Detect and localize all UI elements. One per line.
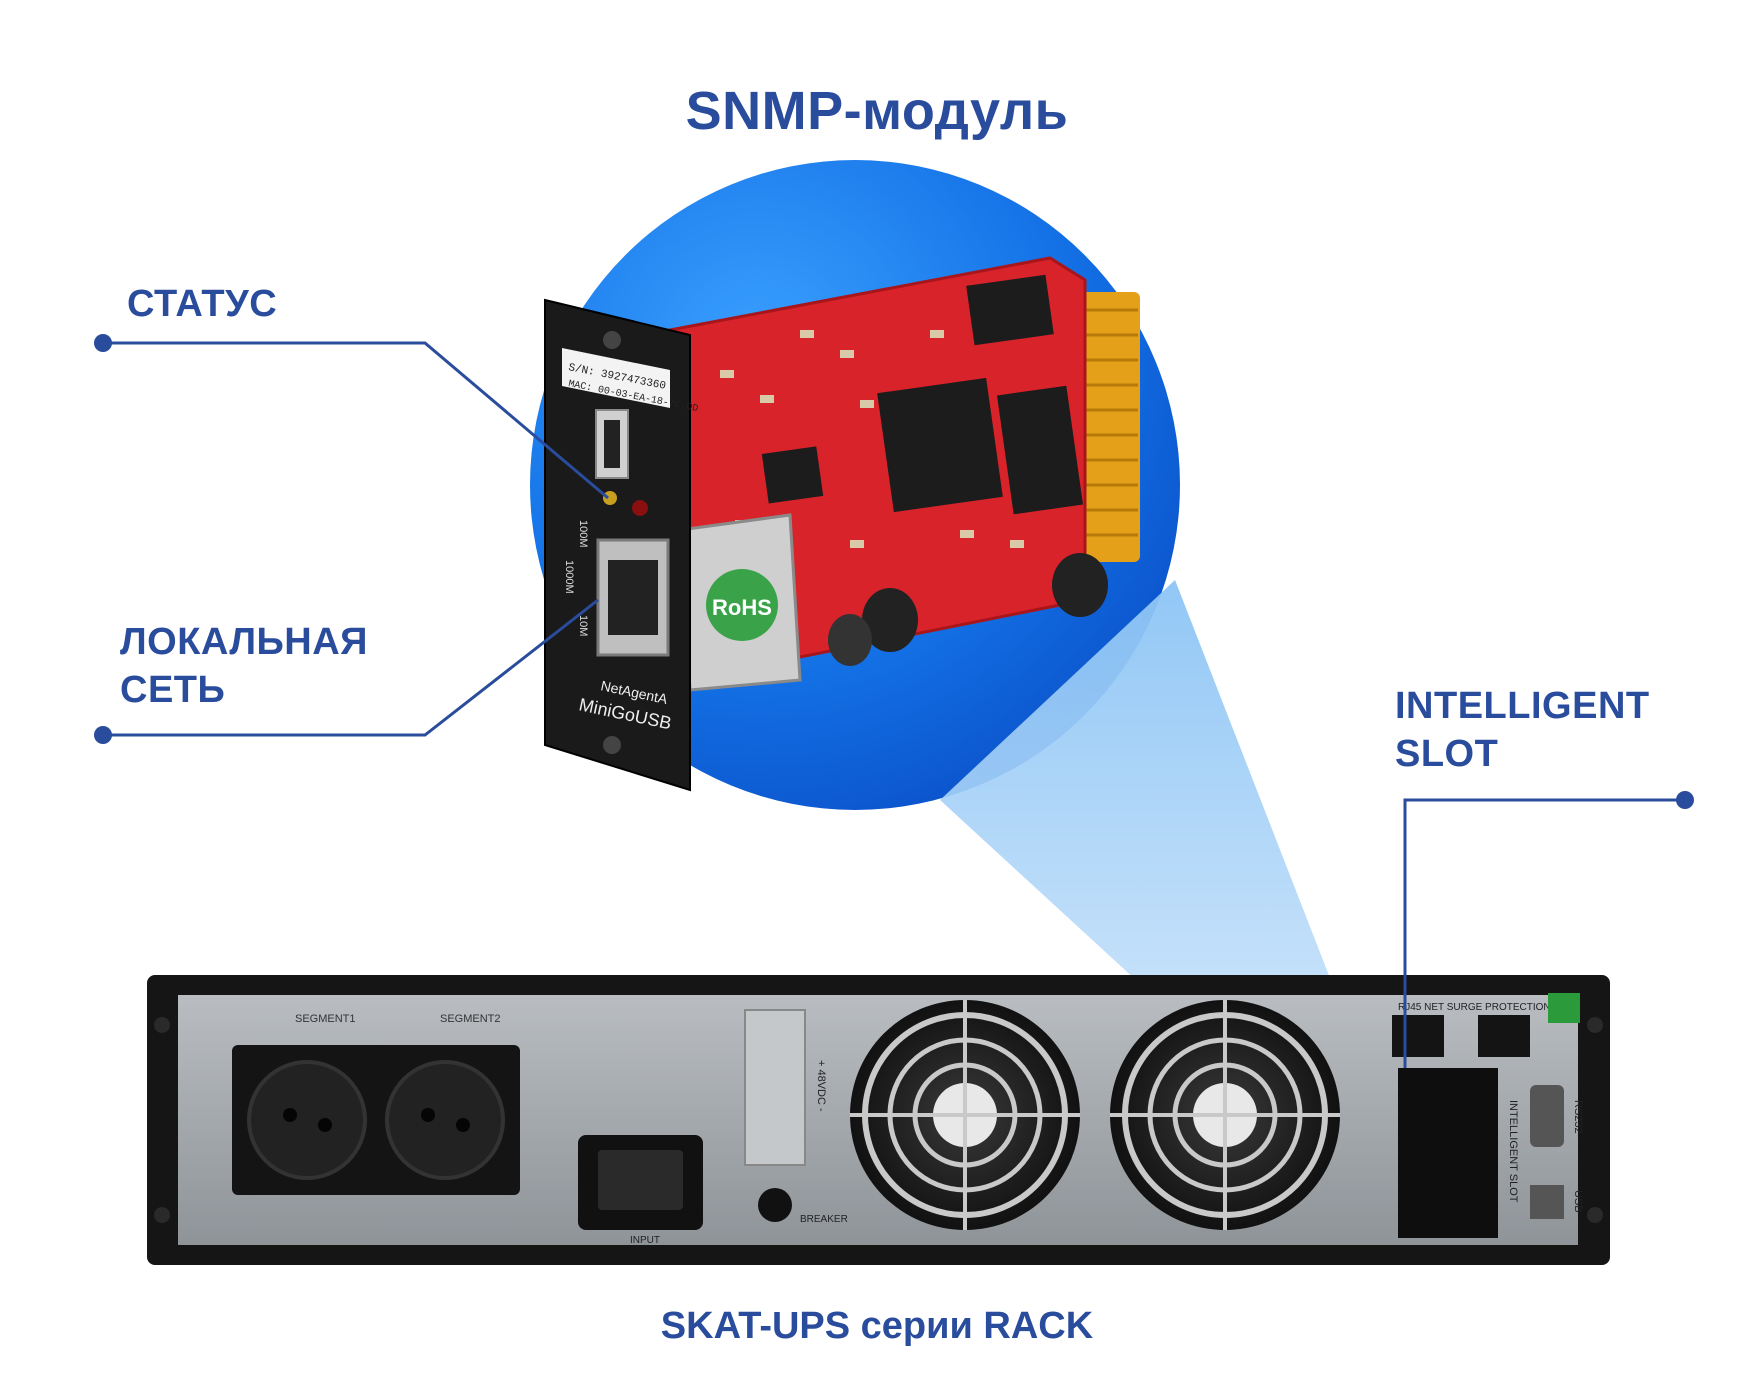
rohs-sticker: RoHS <box>706 569 778 641</box>
status-led-yellow <box>603 491 617 505</box>
callout-intelligent-slot <box>1403 791 1694 1068</box>
callout-status <box>94 334 609 500</box>
callout-label-line: SLOT <box>1395 733 1499 775</box>
callout-lan <box>94 598 599 744</box>
callout-label-line: СЕТЬ <box>120 669 226 711</box>
slot-label-ups: INTELLIGENT SLOT <box>1507 1100 1519 1203</box>
callout-label-line: INTELLIGENT <box>1395 685 1650 727</box>
callout-label-status: СТАТУС <box>127 280 277 328</box>
fan-left <box>850 1000 1080 1230</box>
capacitor <box>1052 553 1108 617</box>
intelligent-slot-ups <box>1398 1068 1498 1238</box>
rack-screws <box>154 1017 1603 1223</box>
usb-port-slot <box>604 420 620 468</box>
capacitor <box>828 614 872 666</box>
input-socket-inner <box>598 1150 683 1210</box>
dc-label: + 48VDC - <box>815 1060 827 1112</box>
breaker-label: BREAKER <box>800 1214 848 1225</box>
dry-contact-terminal <box>1548 993 1580 1023</box>
serial-sticker <box>562 348 670 408</box>
rs232-port <box>1530 1085 1564 1147</box>
outlet-hole <box>456 1118 470 1132</box>
callout-label-line: ЛОКАЛЬНАЯ <box>120 621 368 663</box>
small-chip <box>761 446 824 504</box>
callout-label-intelligent-slot: INTELLIGENT SLOT <box>1395 682 1650 778</box>
input-label: INPUT <box>630 1235 660 1246</box>
usb-b-port <box>1530 1185 1564 1219</box>
rs232-label: RS232 <box>1572 1100 1584 1134</box>
ups-caption: SKAT-UPS серии RACK <box>660 1305 1094 1347</box>
outlet-segment1 <box>247 1060 367 1180</box>
segment1-label: SEGMENT1 <box>295 1013 356 1025</box>
rohs-label: RoHS <box>712 595 772 620</box>
lan-port-socket <box>608 560 658 635</box>
surge-port-in <box>1392 1015 1444 1057</box>
outlet-hole <box>421 1108 435 1122</box>
surge-label: RJ45 NET SURGE PROTECTION <box>1398 1002 1551 1013</box>
outlet-hole <box>283 1108 297 1122</box>
speed-100m: 100M <box>577 520 589 548</box>
status-led-red <box>632 500 648 516</box>
callout-line <box>1403 798 1685 1068</box>
dc-cover <box>744 1009 806 1166</box>
connector-pins <box>1078 308 1138 537</box>
surge-port-out <box>1478 1015 1530 1057</box>
page-title: SNMP-модуль <box>685 81 1069 141</box>
ups-rear-panel: SEGMENT1 SEGMENT2 INPUT + 48VDC - BREAKE… <box>147 975 1610 1265</box>
fan-right <box>1110 1000 1340 1230</box>
outlet-hole <box>318 1118 332 1132</box>
flash-chip <box>966 274 1054 346</box>
callout-line <box>103 598 599 737</box>
capacitor <box>862 588 918 652</box>
faceplate-screw <box>603 331 621 349</box>
snmp-module: RoHS S/N: 3927473360 MAC: 00-03-EA-18-7C… <box>544 256 1140 792</box>
speed-10m: 10M <box>577 615 589 636</box>
usb-label: USB <box>1572 1190 1584 1213</box>
callout-label-line: СТАТУС <box>127 283 278 325</box>
speed-1000m: 1000M <box>563 560 575 594</box>
callout-line <box>103 341 609 500</box>
cpu-chip <box>877 377 1003 513</box>
outlet-segment2 <box>385 1060 505 1180</box>
memory-chip <box>996 385 1084 515</box>
callout-label-lan: ЛОКАЛЬНАЯ СЕТЬ <box>120 618 368 714</box>
breaker <box>758 1188 792 1222</box>
faceplate-screw <box>603 736 621 754</box>
segment2-label: SEGMENT2 <box>440 1013 501 1025</box>
